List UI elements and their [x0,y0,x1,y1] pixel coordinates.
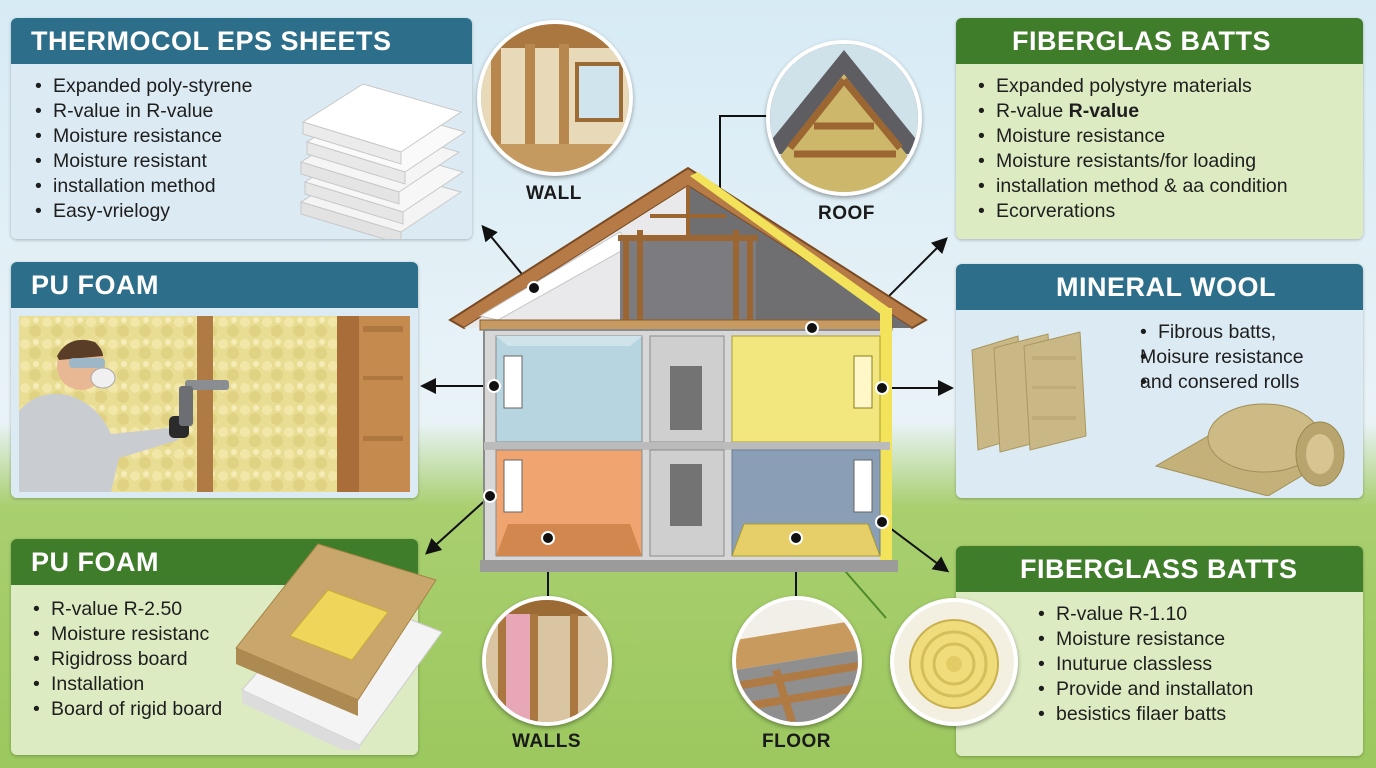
mineral-wool-panel: MINERAL WOOL Fibrous batts, Moisure resi… [956,264,1363,498]
eps-item: Expanded poly-styrene [31,74,252,99]
fiberglass-roll-image [909,619,999,709]
fiberglass-bottom-list: R-value R-1.10 Moisture resistance Inutu… [1034,602,1253,727]
eps-item: Easy-vrielogy [31,199,252,224]
pu-foam-item: Rigidross board [29,647,222,672]
floor-joist-image [736,600,858,722]
wall-detail-circle [477,20,633,176]
fiberglass-item: Provide and installaton [1034,677,1253,702]
fiberglass-bottom-title: FIBERGLASS BATTS [956,546,1363,592]
fiberglas-top-panel: FIBERGLAS BATTS Expanded polystyre mater… [956,18,1363,239]
rigid-board-image [235,543,443,750]
wall-framing-image [481,24,629,172]
fiberglass-item-cont: besistics filaer batts [1034,702,1253,727]
fiberglass-roll-circle [890,598,1018,726]
eps-panel: THERMOCOL EPS SHEETS Expanded poly-styre… [11,18,472,239]
mineral-wool-list: Fibrous batts, Moisure resistance and co… [1136,320,1304,395]
eps-item-cont: installation method [31,174,252,199]
walls-detail-circle [482,596,612,726]
pu-foam-item: R-value R-2.50 [29,597,222,622]
eps-item: R-value in R-value [31,99,252,124]
pu-foam-top-panel: PU FOAM [11,262,418,498]
mineral-item-cont: and consered rolls [1136,370,1304,395]
floor-circle-label: FLOOR [762,731,831,752]
eps-title: THERMOCOL EPS SHEETS [11,18,472,64]
mineral-item: Fibrous batts, [1136,320,1304,345]
mineral-wool-title: MINERAL WOOL [956,264,1363,310]
fiberglas-item-text: R-value [996,100,1064,122]
floor-detail-circle [732,596,862,726]
mineral-wool-image [971,331,1345,496]
house-cutaway [448,166,928,572]
fiberglas-item: Moisture resistants/for loading [974,149,1288,174]
pu-foam-top-body [11,308,418,498]
spray-foam-photo [19,316,410,492]
mineral-wool-body: Fibrous batts, Moisure resistance and co… [956,310,1363,498]
eps-item: Moisture resistance [31,124,252,149]
pu-foam-top-title: PU FOAM [11,262,418,308]
fiberglas-top-title: FIBERGLAS BATTS [956,18,1363,64]
fiberglas-item: Expanded polystyre materials [974,74,1288,99]
fiberglas-item-cont: installation method & aa condition [974,174,1288,199]
pu-foam-bottom-list: R-value R-2.50 Moisture resistanc Rigidr… [29,597,222,722]
eps-sheets-image [299,83,467,239]
fiberglass-bottom-body: R-value R-1.10 Moisture resistance Inutu… [956,592,1363,756]
pu-foam-item: Moisture resistanc [29,622,222,647]
fiberglass-item: Inuturue classless [1034,652,1253,677]
pu-foam-item: Installation [29,672,222,697]
roof-section-image [770,44,918,192]
fiberglass-item: R-value R-1.10 [1034,602,1253,627]
fiberglass-item: Moisture resistance [1034,627,1253,652]
eps-body: Expanded poly-styrene R-value in R-value… [11,64,472,239]
fiberglas-top-list: Expanded polystyre materials R-value R-v… [974,74,1288,224]
roof-detail-circle [766,40,922,196]
walls-circle-label: WALLS [512,731,581,752]
roof-circle-label: ROOF [818,203,875,224]
pu-foam-item: Board of rigid board [29,697,222,722]
fiberglas-top-body: Expanded polystyre materials R-value R-v… [956,64,1363,239]
fiberglass-bottom-panel: FIBERGLASS BATTS R-value R-1.10 Moisture… [956,546,1363,756]
walls-framing-image [486,600,608,722]
fiberglas-item-bold: R-value [1068,100,1140,122]
fiberglas-item: R-value R-value [974,99,1288,124]
fiberglas-item: Moisture resistance [974,124,1288,149]
eps-list: Expanded poly-styrene R-value in R-value… [31,74,252,224]
wall-circle-label: WALL [526,183,582,204]
mineral-item-cont: Moisure resistance [1136,345,1304,370]
fiberglas-item: Ecorverations [974,199,1288,224]
eps-item: Moisture resistant [31,149,252,174]
